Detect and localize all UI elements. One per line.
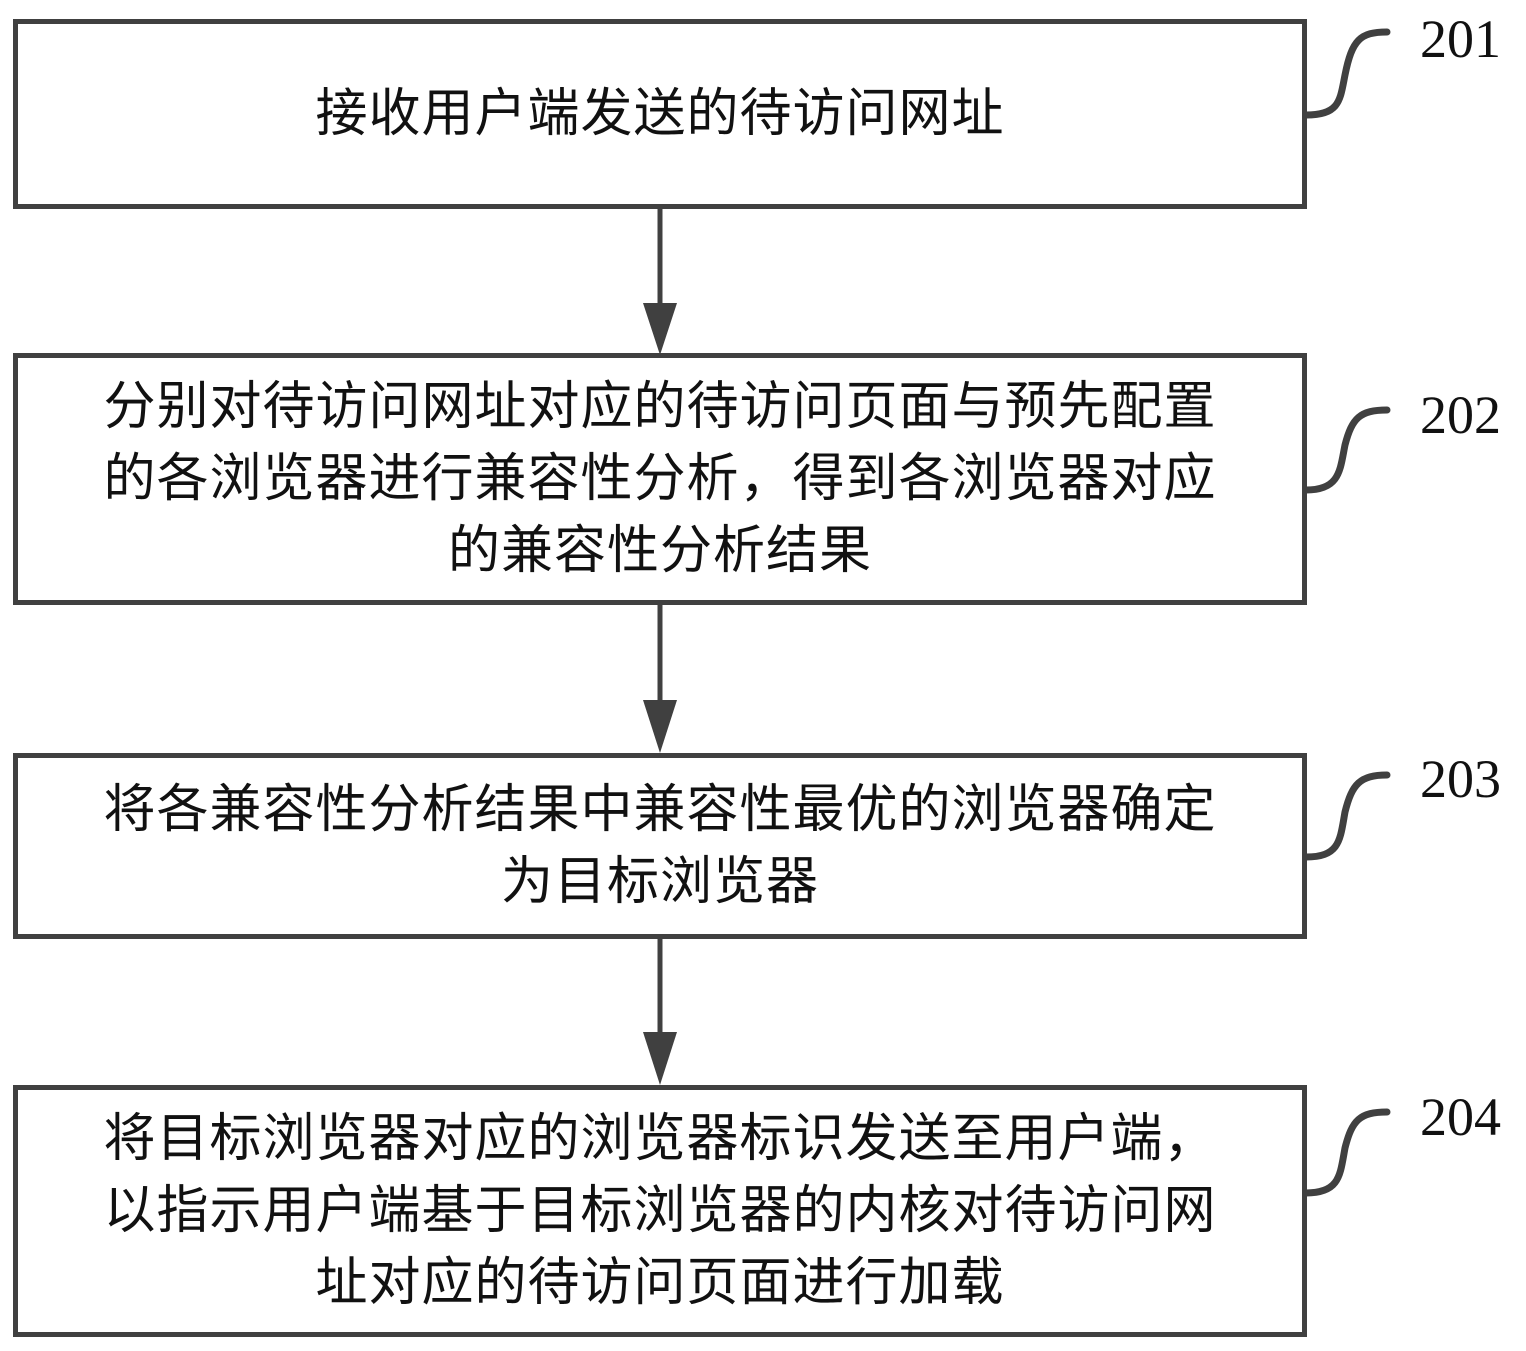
arrow-202-to-203 bbox=[643, 603, 677, 753]
step-number-202: 202 bbox=[1420, 385, 1501, 445]
leader-line-202 bbox=[1302, 406, 1391, 494]
arrow-203-to-204 bbox=[643, 937, 677, 1085]
step-text-202: 分别对待访问网址对应的待访问页面与预先配置 的各浏览器进行兼容性分析，得到各浏览… bbox=[103, 377, 1217, 581]
arrow-head bbox=[643, 303, 677, 355]
step-box-204: 将目标浏览器对应的浏览器标识发送至用户端， 以指示用户端基于目标浏览器的内核对待… bbox=[13, 1085, 1307, 1337]
arrow-head bbox=[643, 1032, 677, 1085]
leader-line-203 bbox=[1302, 771, 1391, 861]
leader-line-204 bbox=[1302, 1108, 1391, 1197]
step-number-203: 203 bbox=[1420, 749, 1501, 809]
arrow-201-to-202 bbox=[643, 207, 677, 355]
arrow-head bbox=[643, 700, 677, 753]
step-box-202: 分别对待访问网址对应的待访问页面与预先配置 的各浏览器进行兼容性分析，得到各浏览… bbox=[13, 353, 1307, 605]
step-number-201: 201 bbox=[1420, 9, 1501, 69]
step-text-204: 将目标浏览器对应的浏览器标识发送至用户端， 以指示用户端基于目标浏览器的内核对待… bbox=[103, 1109, 1217, 1313]
step-box-201: 接收用户端发送的待访问网址 bbox=[13, 19, 1307, 209]
step-text-203: 将各兼容性分析结果中兼容性最优的浏览器确定 为目标浏览器 bbox=[103, 780, 1217, 912]
step-text-201: 接收用户端发送的待访问网址 bbox=[315, 84, 1005, 144]
step-box-203: 将各兼容性分析结果中兼容性最优的浏览器确定 为目标浏览器 bbox=[13, 753, 1307, 939]
leader-line-201 bbox=[1302, 28, 1391, 119]
step-number-204: 204 bbox=[1420, 1087, 1501, 1147]
